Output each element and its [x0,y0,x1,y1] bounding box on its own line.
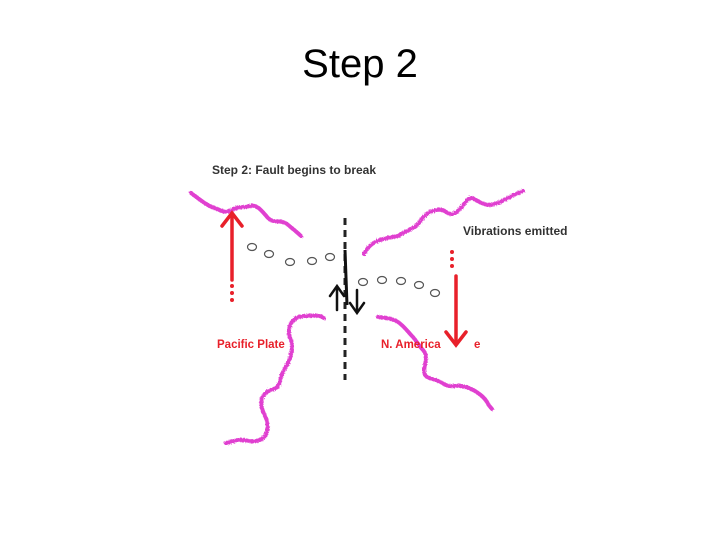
wave-top-right [362,189,525,256]
black-up-arrow-icon [328,283,346,312]
fault-line [343,218,349,380]
slide-title: Step 2 [302,42,418,86]
vibrations-label: Vibrations emitted [463,224,567,238]
red-up-arrow-icon [220,210,244,282]
black-down-arrow-icon [348,288,366,316]
wave-bottom-left [224,313,326,445]
vibration-circles [246,242,441,298]
wave-top-left [189,191,303,238]
wave-bottom-right [376,315,494,411]
diagram-heading: Step 2: Fault begins to break [212,163,376,177]
left-plate-label: Pacific Plate [217,339,285,351]
right-plate-label: N. America [381,339,441,351]
right-plate-label-tail: e [474,339,480,351]
seismic-waves [189,189,525,445]
motion-trails [230,250,454,302]
red-down-arrow-icon [444,274,468,348]
